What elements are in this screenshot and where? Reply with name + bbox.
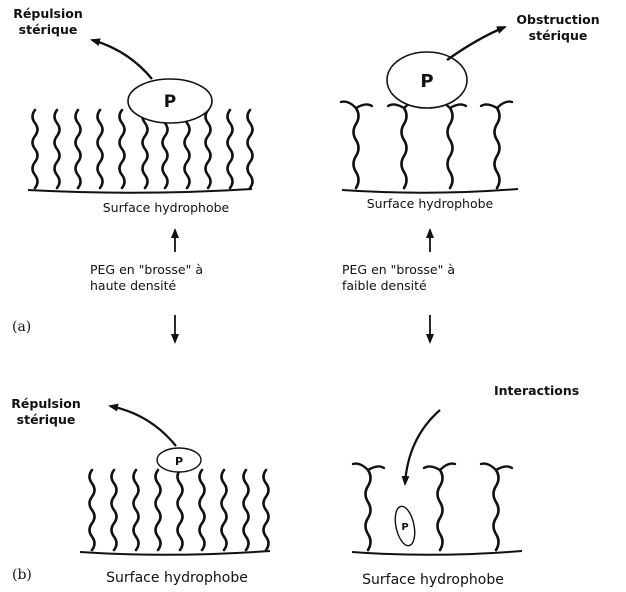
protein-label: P [164,92,176,112]
peg-chain [364,468,372,552]
peg-chain [53,108,61,190]
peg-chain [366,465,386,472]
protein-label: P [401,522,408,533]
peg-chain [494,465,514,472]
peg-chain [141,108,149,190]
surface-label: Surface hydrophobe [102,200,230,215]
peg-chain [226,108,234,190]
peg-chain [132,468,140,552]
hydrophobic-surface-line [27,188,253,194]
peg-chain [493,106,501,190]
peg-brush-label-high-density: PEG en "brosse" à haute densité [90,262,203,293]
peg-chain [438,462,457,472]
peg-chain [436,468,444,552]
effect-label-steric-obstruction: Obstruction stérique [516,12,600,43]
steric-obstruction-arrow [446,25,507,61]
peg-chain [351,462,370,472]
peg-chain [400,106,408,190]
steric-repulsion-arrow [90,38,153,80]
peg-chain [154,468,162,552]
interaction-arrow [401,409,441,486]
protein-ellipse [386,51,468,109]
peg-chains-high-density [31,108,254,190]
peg-chain [242,468,250,552]
panel-b-right: P [351,409,523,556]
effect-label-interactions: Interactions [494,383,580,398]
peg-chains-high-density [88,468,270,552]
protein-label: P [420,71,433,92]
surface-label: Surface hydrophobe [362,572,504,588]
hydrophobic-surface-line [351,550,523,556]
peg-chain [386,103,406,110]
peg-chain [492,468,500,552]
peg-chains-low-density [351,462,514,552]
peg-chain [352,106,360,190]
hydrophobic-surface-line [341,188,519,194]
peg-chain [446,106,454,190]
peg-chain [495,100,514,110]
steric-repulsion-arrow [108,403,177,447]
hydrophobic-surface-line [79,550,271,556]
peg-chain [246,108,254,190]
effect-label-steric-repulsion: Répulsion stérique [13,6,83,37]
peg-chain [448,103,468,110]
peg-chain [110,468,118,552]
protein-ellipse [156,447,202,473]
peg-brush-label-low-density: PEG en "brosse" à faible densité [342,262,455,293]
peg-chain [118,108,126,190]
peg-chain [74,108,82,190]
peg-chain [479,103,499,110]
peg-chain [88,468,96,552]
peg-chain [422,465,442,472]
panel-marker-b: (b) [12,567,32,583]
effect-label-steric-repulsion: Répulsion stérique [11,396,81,427]
peg-chain [204,108,212,190]
peg-chain [198,468,206,552]
surface-label: Surface hydrophobe [366,196,494,211]
peg-chain [176,468,184,552]
adsorbed-protein-ellipse [394,505,416,547]
peg-chain [339,100,358,110]
peg-chain [96,108,104,190]
panel-a-left: P [27,38,254,344]
peg-chain [479,462,498,472]
peg-chains-low-density [339,100,514,190]
protein-ellipse [127,78,213,124]
peg-chain [31,108,39,190]
peg-chain [354,103,374,110]
panel-a-right: P [339,25,519,344]
peg-chain [183,108,191,190]
surface-label: Surface hydrophobe [106,570,248,586]
peg-chain [220,468,228,552]
panel-marker-a: (a) [12,319,32,335]
peg-chain [262,468,270,552]
protein-label: P [175,455,183,468]
panel-b-left: P [79,403,271,556]
